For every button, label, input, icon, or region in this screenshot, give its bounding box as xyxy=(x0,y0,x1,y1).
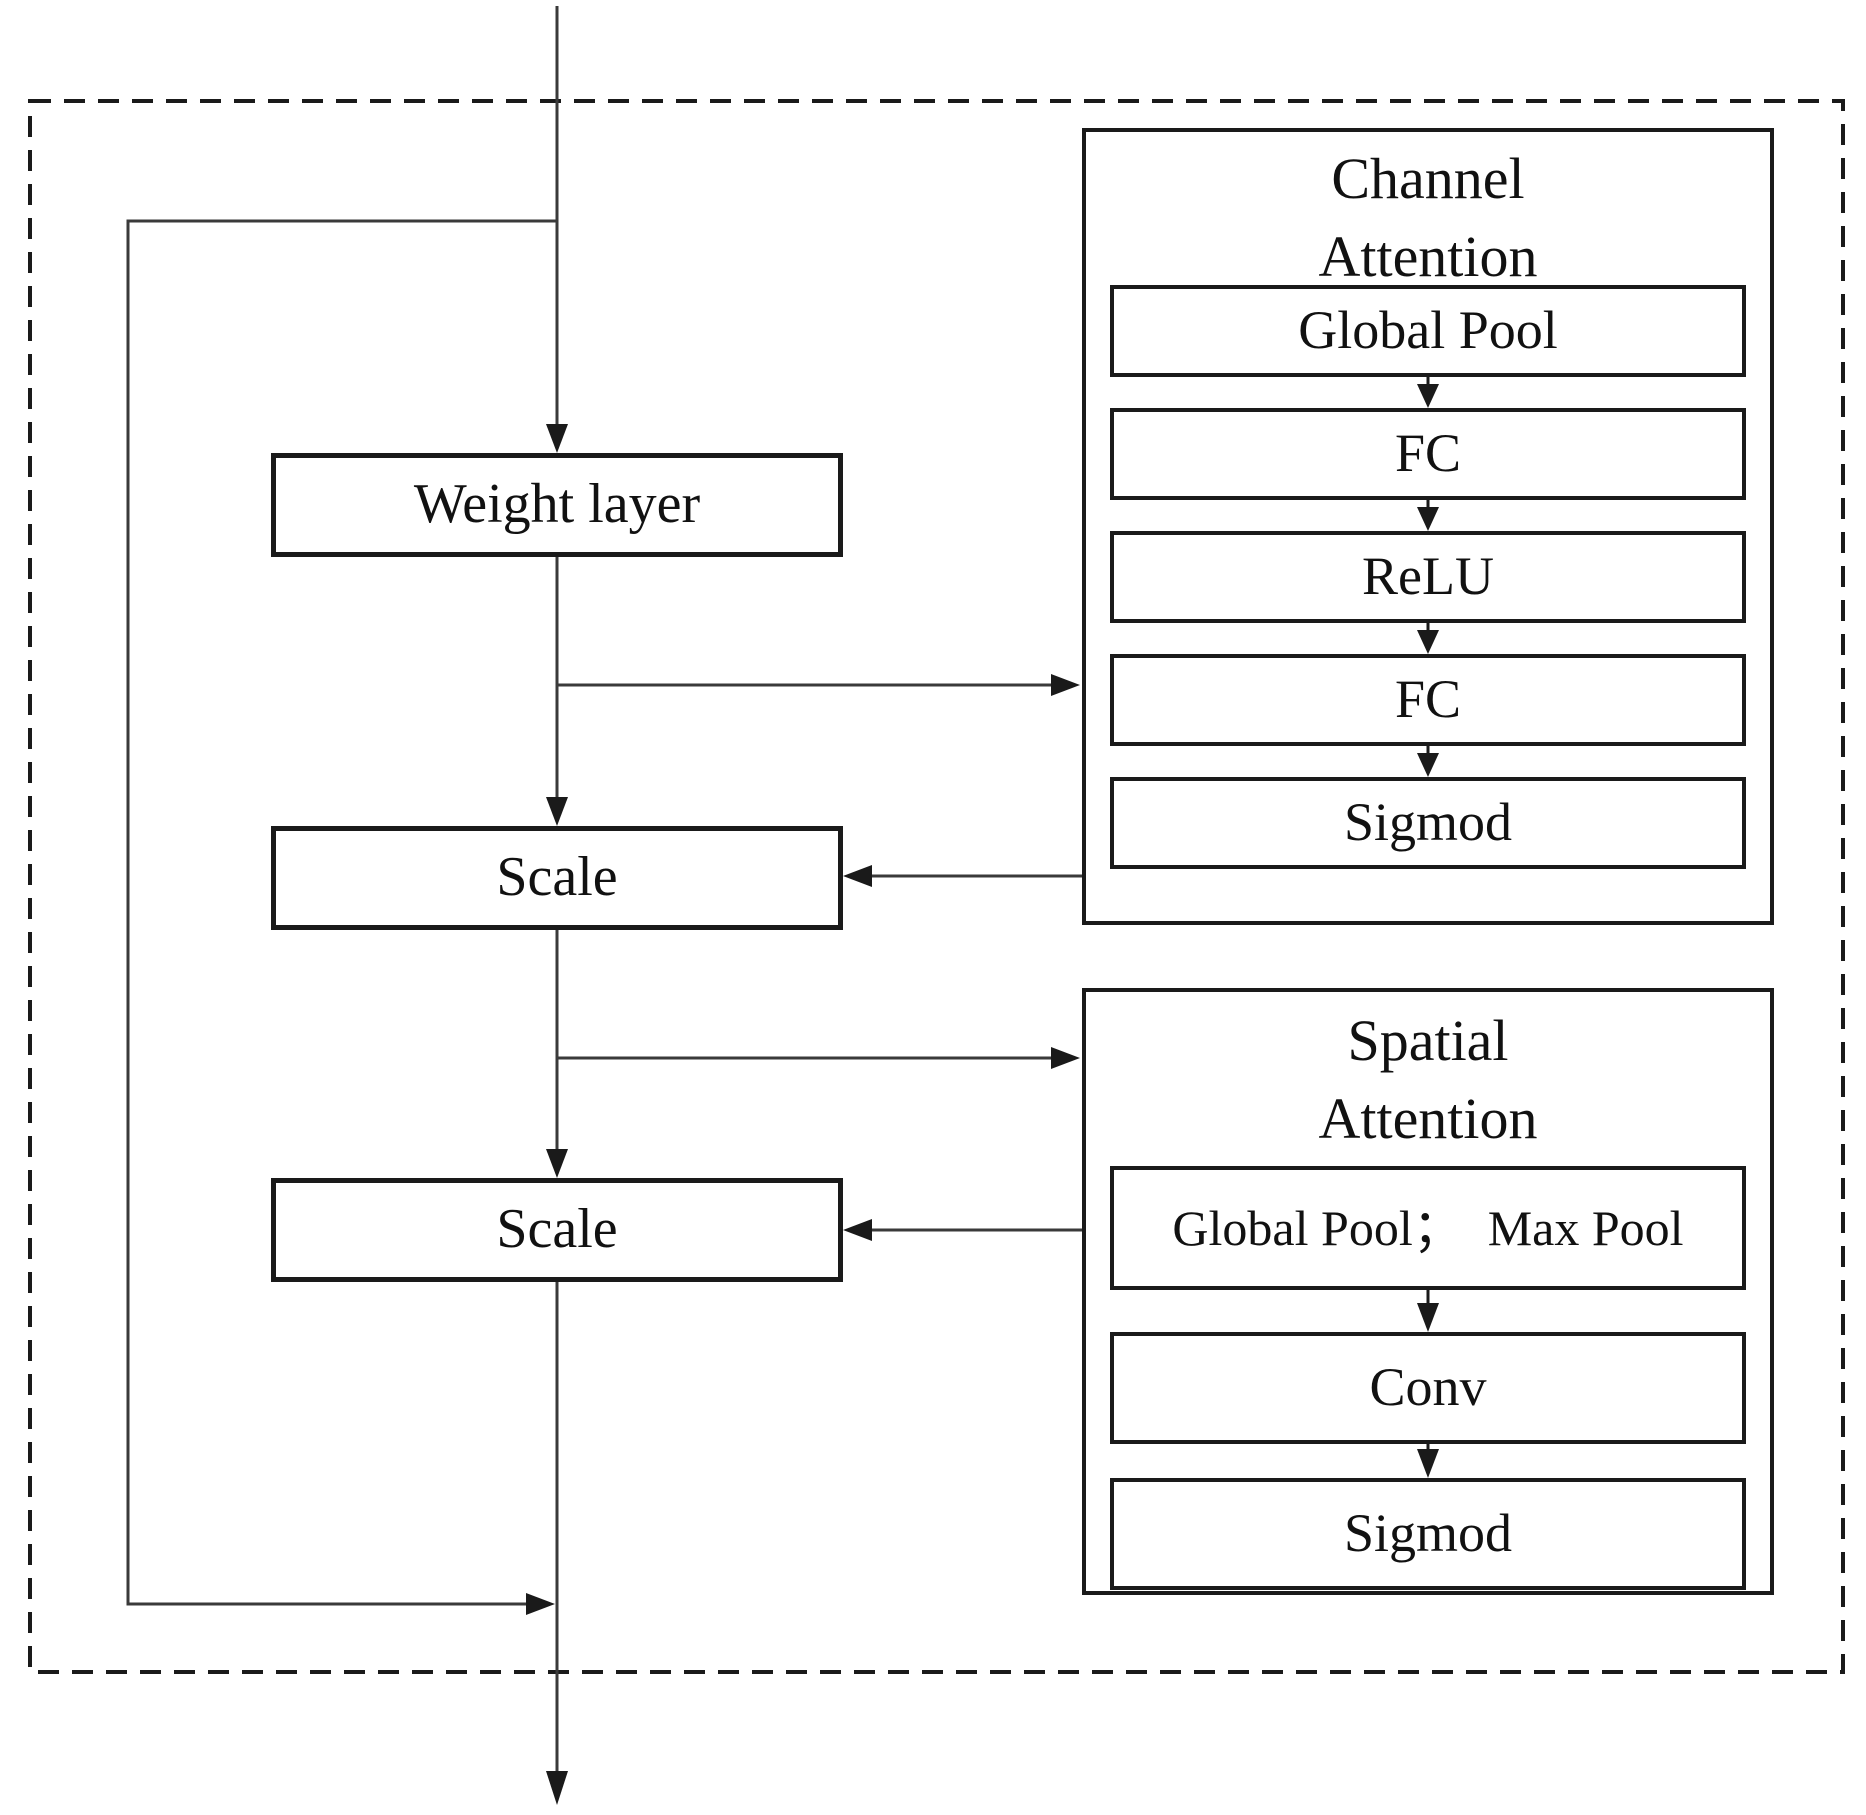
channel-attention-container: Channel Attention Global Pool FC ReLU FC… xyxy=(1082,128,1774,925)
scale-box-1: Scale xyxy=(271,826,843,930)
spatial-internal-arrowhead-1 xyxy=(1417,1303,1439,1332)
global-pool-label: Global Pool xyxy=(1298,300,1558,361)
scale-1-label: Scale xyxy=(496,846,618,909)
layer-box-fc-2: FC xyxy=(1110,654,1746,746)
channel-attention-title: Channel Attention xyxy=(1318,146,1538,290)
fc-2-label: FC xyxy=(1394,669,1462,730)
branch-spatial-arrowhead xyxy=(1051,1047,1080,1069)
layer-box-sigmod-spatial: Sigmod xyxy=(1110,1478,1746,1590)
scale2-in-arrowhead xyxy=(546,1149,568,1178)
skip-arrowhead xyxy=(526,1593,555,1615)
channel-internal-arrowhead-2 xyxy=(1417,507,1439,531)
scale1-in-arrowhead xyxy=(546,797,568,826)
global-max-pool-label: Global Pool； Max Pool xyxy=(1172,1199,1684,1256)
layer-box-sigmod-channel: Sigmod xyxy=(1110,777,1746,869)
conv-label: Conv xyxy=(1369,1357,1487,1418)
scale-2-label: Scale xyxy=(496,1198,618,1261)
relu-label: ReLU xyxy=(1362,546,1494,607)
layer-box-fc-1: FC xyxy=(1110,408,1746,500)
spatial-attention-container: Spatial Attention Global Pool； Max Pool … xyxy=(1082,988,1774,1595)
layer-box-global-pool: Global Pool xyxy=(1110,285,1746,377)
sigmod-channel-label: Sigmod xyxy=(1343,792,1513,853)
layer-box-relu: ReLU xyxy=(1110,531,1746,623)
spatial-attention-title: Spatial Attention xyxy=(1318,1008,1538,1152)
layer-box-conv: Conv xyxy=(1110,1332,1746,1444)
channel-internal-arrowhead-3 xyxy=(1417,630,1439,654)
scale-box-2: Scale xyxy=(271,1178,843,1282)
channel-internal-arrowhead-4 xyxy=(1417,753,1439,777)
output-arrowhead xyxy=(546,1771,568,1805)
layer-box-global-max-pool: Global Pool； Max Pool xyxy=(1110,1166,1746,1290)
branch-channel-arrowhead xyxy=(1051,674,1080,696)
channel-return-arrowhead xyxy=(843,865,872,887)
weight-layer-label: Weight layer xyxy=(413,473,701,536)
fc-1-label: FC xyxy=(1394,423,1462,484)
channel-internal-arrowhead-1 xyxy=(1417,384,1439,408)
skip-connection-line xyxy=(126,219,557,1606)
weight-layer-box: Weight layer xyxy=(271,453,843,557)
spatial-return-arrowhead xyxy=(843,1219,872,1241)
spatial-internal-arrowhead-2 xyxy=(1417,1449,1439,1478)
sigmod-spatial-label: Sigmod xyxy=(1343,1503,1513,1564)
input-arrowhead xyxy=(546,424,568,453)
outer-dashed-border xyxy=(28,99,1845,1674)
